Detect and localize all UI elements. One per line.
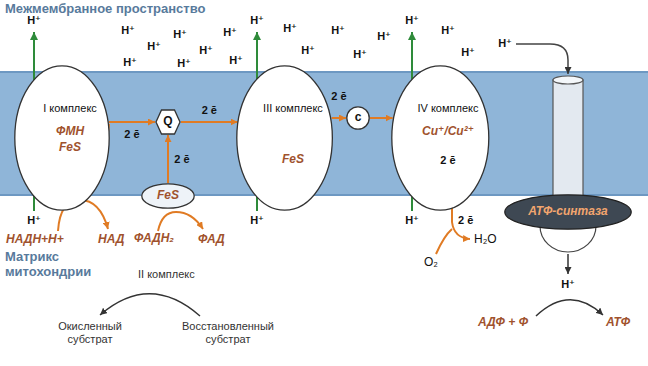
proton-label: H⁺: [223, 26, 237, 39]
proton-label: H⁺: [229, 54, 243, 67]
proton-label: H⁺: [123, 56, 137, 69]
text-label: Восстановленный субстрат: [178, 320, 278, 345]
node-text: ФМН: [56, 125, 84, 139]
text-label: H₂O: [474, 233, 497, 247]
edge-label: 2 ē: [124, 128, 139, 141]
proton-label: H⁺: [441, 24, 455, 37]
electron-flow-arrow: [370, 117, 393, 119]
node-outline: [236, 65, 333, 211]
node-text: Cu⁺/Cu²⁺: [422, 125, 474, 139]
proton-label: H⁺: [405, 14, 419, 27]
outline-shape: [15, 66, 109, 210]
text-label: Окисленный субстрат: [50, 320, 130, 345]
proton-label: H⁺: [353, 48, 367, 61]
proton-label: H⁺: [121, 24, 135, 37]
edge-label: 2 ē: [202, 104, 217, 117]
substrate-arrow: [100, 294, 200, 316]
ubiquinone-hexagon: Q: [155, 109, 181, 135]
proton-outflow-arrow: [567, 254, 569, 274]
atp-synthase-ellipse: АТФ-синтаза: [504, 194, 632, 230]
text-label: АТФ: [606, 316, 630, 330]
proton-label: H⁺: [250, 14, 264, 27]
text-label: 2 ē: [440, 154, 455, 167]
node-title: FeS: [157, 189, 179, 203]
electron-flow-arrow: [181, 121, 238, 123]
proton-label: H⁺: [498, 37, 512, 50]
node-text: FeS: [282, 153, 304, 167]
proton-label: H⁺: [405, 214, 419, 227]
node-title: I комплекс: [43, 102, 97, 115]
proton-label: H⁺: [250, 214, 264, 227]
edge-label: 2 ē: [331, 90, 346, 103]
complex-ellipse: IV комплексCu⁺/Cu²⁺: [391, 65, 490, 211]
electron-flow-arrow: [109, 121, 155, 123]
fadh2-oxidation-arrow: [158, 212, 203, 231]
text-label: O₂: [424, 256, 438, 270]
text-label: НАД: [98, 233, 124, 247]
node-title: IV комплекс: [417, 102, 478, 115]
proton-label: H⁺: [199, 44, 213, 57]
edge-label: 2 ē: [174, 153, 189, 166]
oxygen-path: [436, 229, 452, 254]
node-title: c: [355, 111, 362, 125]
proton-label: H⁺: [561, 278, 575, 291]
outline-shape: [347, 107, 369, 129]
region-label: Матрикс митохондрии: [5, 250, 105, 280]
outline-shape: [392, 66, 489, 210]
proton-label: H⁺: [283, 22, 297, 35]
outline-shape: [156, 110, 180, 134]
node-title: АТФ-синтаза: [528, 205, 607, 219]
channel-cap: [553, 76, 583, 84]
node-title: III комплекс: [263, 102, 323, 115]
complex-ellipse: I комплексФМН FeS: [14, 65, 110, 211]
node-title: Q: [163, 115, 172, 129]
cytochrome-c-circle: c: [346, 106, 370, 130]
fes-ellipse: FeS: [141, 183, 195, 209]
atp-synthase-channel: [553, 80, 583, 196]
text-label: II комплекс: [138, 268, 195, 281]
proton-label: H⁺: [27, 14, 41, 27]
complex-ellipse: III комплексFeS: [236, 65, 333, 211]
outline-shape: [142, 184, 194, 208]
proton-label: H⁺: [301, 44, 315, 57]
proton-label: H⁺: [173, 28, 187, 41]
outline-shape: [505, 195, 631, 229]
f1-head: [540, 226, 596, 252]
text-label: НАДН+Н+: [6, 233, 64, 247]
proton-inflow-arrow: [516, 44, 568, 74]
proton-label: H⁺: [177, 57, 191, 70]
proton-label: H⁺: [331, 24, 345, 37]
outline-shape: [237, 66, 333, 210]
membrane-edge: [0, 71, 648, 73]
text-label: ФАД: [198, 233, 225, 247]
electron-flow-arrow: [332, 117, 346, 119]
text-label: 2 ē: [458, 214, 473, 227]
proton-label: H⁺: [27, 214, 41, 227]
atp-synthesis-arrow: [536, 300, 603, 316]
text-label: ФАДН₂: [134, 232, 174, 246]
proton-label: H⁺: [461, 46, 475, 59]
node-text: FeS: [59, 141, 81, 155]
electron-flow-arrow: [167, 135, 169, 183]
proton-label: H⁺: [377, 30, 391, 43]
text-label: АДФ + Ф: [478, 316, 528, 330]
proton-label: H⁺: [147, 40, 161, 53]
